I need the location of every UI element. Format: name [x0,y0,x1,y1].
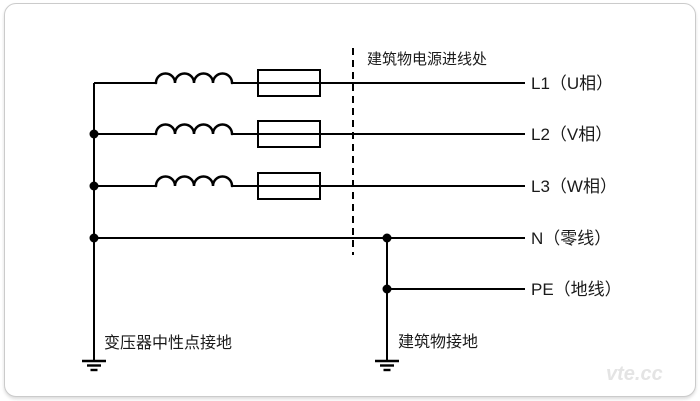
inductor-symbol [154,175,234,188]
junction-dot [382,233,392,243]
line-label-l2: L2（V相） [531,125,612,144]
line-label-l1: L1（U相） [531,74,613,93]
transformer-ground-symbol [82,359,106,372]
line-label-n: N（零线） [531,229,611,248]
building-ground-label: 建筑物接地 [398,333,478,351]
inductor-symbol [154,72,234,85]
inductor-symbol [154,123,234,136]
watermark: vte.cc [606,363,663,385]
building-ground-symbol [375,359,399,372]
transformer-ground-label: 变压器中性点接地 [104,334,232,352]
junction-dot [89,181,99,191]
line-label-pe: PE（地线） [531,280,622,299]
phase-row-l1 [94,69,525,97]
diagram-card-frame [4,3,696,397]
phase-row-l3 [94,172,525,200]
junction-dot [89,233,99,243]
entry-point-label: 建筑物电源进线处 [367,51,487,68]
line-label-l3: L3（W相） [531,177,617,196]
phase-row-l2 [94,120,525,148]
junction-dot [382,284,392,294]
junction-dot [89,129,99,139]
